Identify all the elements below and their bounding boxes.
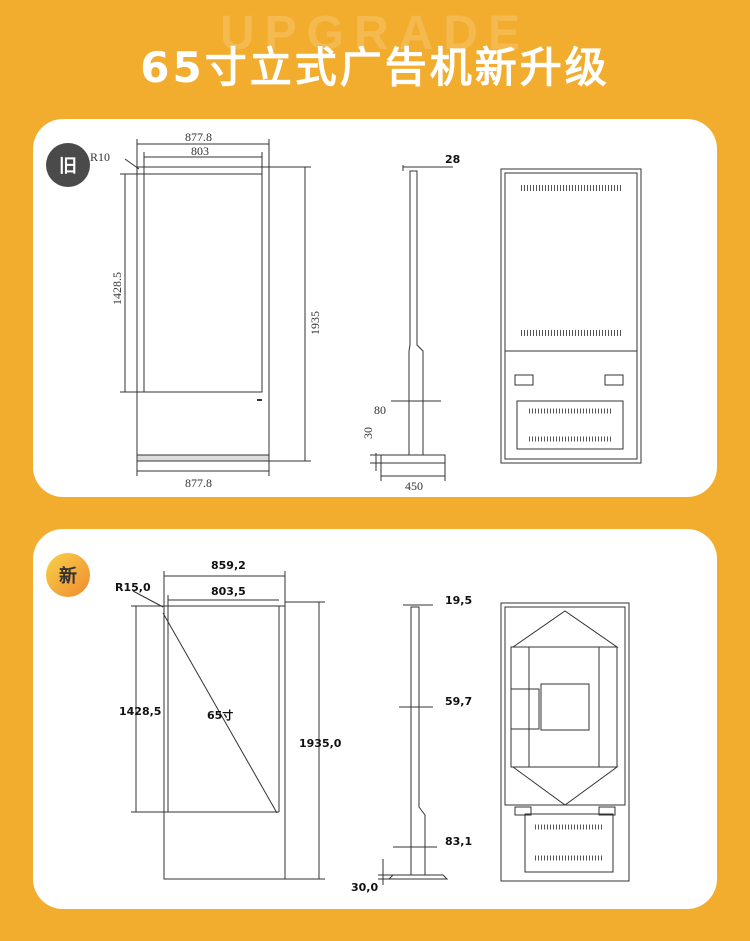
old-total-height-label: 1935 [308, 311, 322, 335]
new-model-card: 新 [33, 529, 717, 909]
new-top-depth-label: 19,5 [445, 594, 472, 607]
old-base-width-label: 877.8 [185, 476, 212, 490]
new-width-screen-label: 803,5 [211, 585, 246, 598]
old-screen-height-label: 1428.5 [110, 272, 124, 305]
new-diagonal-label: 65寸 [207, 708, 233, 722]
new-width-outer-label: 859,2 [211, 559, 246, 572]
old-badge: 旧 [46, 143, 90, 187]
page-title: 65寸立式广告机新升级 [140, 43, 610, 92]
old-base-height-label: 30 [361, 427, 375, 439]
new-radius-label: R15,0 [115, 581, 151, 594]
old-radius-label: R10 [90, 150, 110, 164]
new-total-height-label: 1935,0 [299, 737, 342, 750]
new-base-height-label: 30,0 [351, 881, 378, 894]
old-model-card: 旧 [33, 119, 717, 497]
old-side-profile [408, 170, 424, 456]
old-top-depth-label: 28 [445, 153, 460, 166]
old-side-base [380, 454, 446, 464]
old-column-depth-label: 80 [374, 403, 386, 417]
new-lower-depth-label: 83,1 [445, 835, 472, 848]
new-front-frame [163, 605, 286, 880]
old-width-screen-label: 803 [191, 144, 209, 158]
old-width-outer-label: 877.8 [185, 130, 212, 144]
old-back-frame [500, 168, 642, 464]
old-base-depth-label: 450 [405, 479, 423, 493]
new-back-frame [500, 602, 630, 882]
new-side-profile [410, 606, 426, 876]
old-drawing: 877.8 803 R10 1428.5 1935 877.8 28 80 30… [90, 130, 642, 493]
new-badge: 新 [46, 553, 90, 597]
background-word: UPGRADE [219, 7, 531, 60]
new-screen-height-label: 1428,5 [119, 705, 161, 718]
new-drawing: 859,2 803,5 R15,0 1428,5 65寸 1935,0 19,5… [115, 559, 630, 894]
new-mid-depth-label: 59,7 [445, 695, 472, 708]
new-back-top-triangle [511, 610, 619, 648]
new-front-diagonal [162, 612, 278, 814]
old-front-frame [136, 166, 270, 458]
old-front-screen [143, 173, 263, 393]
